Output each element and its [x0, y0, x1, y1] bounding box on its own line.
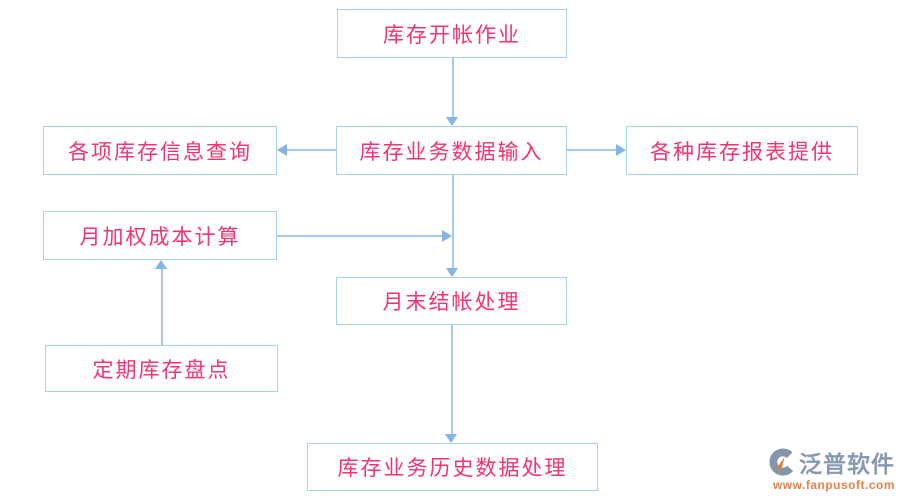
- arrowhead-left-icon: [277, 144, 287, 156]
- connector-input-to-query: [287, 149, 336, 151]
- node-inventory-reports: 各种库存报表提供: [626, 126, 858, 175]
- node-label: 库存业务历史数据处理: [337, 457, 568, 480]
- arrowhead-up-icon: [155, 260, 167, 269]
- arrowhead-down-icon: [445, 434, 457, 443]
- node-history-data-processing: 库存业务历史数据处理: [307, 443, 598, 491]
- node-periodic-stocktake: 定期库存盘点: [45, 345, 278, 392]
- node-label: 库存业务数据输入: [359, 140, 544, 164]
- brand-name: 泛普软件: [799, 451, 895, 477]
- connector-input-to-report: [567, 149, 616, 151]
- node-label: 定期库存盘点: [92, 358, 231, 382]
- node-label: 库存开帐作业: [383, 23, 521, 47]
- connector-input-to-monthend: [452, 175, 454, 268]
- fanpusoft-logo-icon: [769, 448, 797, 476]
- connector-monthend-to-history: [451, 325, 453, 434]
- node-inventory-opening: 库存开帐作业: [337, 9, 567, 58]
- node-label: 月末结帐处理: [382, 291, 521, 314]
- fanpusoft-watermark: 泛普软件 www.fanpusoft.com: [753, 445, 895, 492]
- connector-cost-to-monthend: [277, 235, 442, 237]
- arrowhead-down-icon: [446, 117, 458, 126]
- connector-stocktake-to-cost: [161, 269, 163, 345]
- node-label: 各项库存信息查询: [68, 140, 252, 164]
- node-month-end-closing: 月末结帐处理: [336, 277, 567, 325]
- node-weighted-cost-calc: 月加权成本计算: [43, 211, 277, 260]
- brand-row: 泛普软件: [753, 445, 895, 479]
- connector-opening-to-input: [452, 58, 454, 118]
- brand-url: www.fanpusoft.com: [772, 478, 895, 492]
- node-inventory-info-query: 各项库存信息查询: [43, 126, 277, 175]
- arrowhead-down-icon: [446, 268, 458, 277]
- arrowhead-right-icon: [616, 144, 626, 156]
- arrowhead-right-icon: [442, 230, 452, 242]
- node-label: 各种库存报表提供: [650, 140, 834, 164]
- node-business-data-input: 库存业务数据输入: [336, 126, 567, 175]
- node-label: 月加权成本计算: [79, 225, 241, 249]
